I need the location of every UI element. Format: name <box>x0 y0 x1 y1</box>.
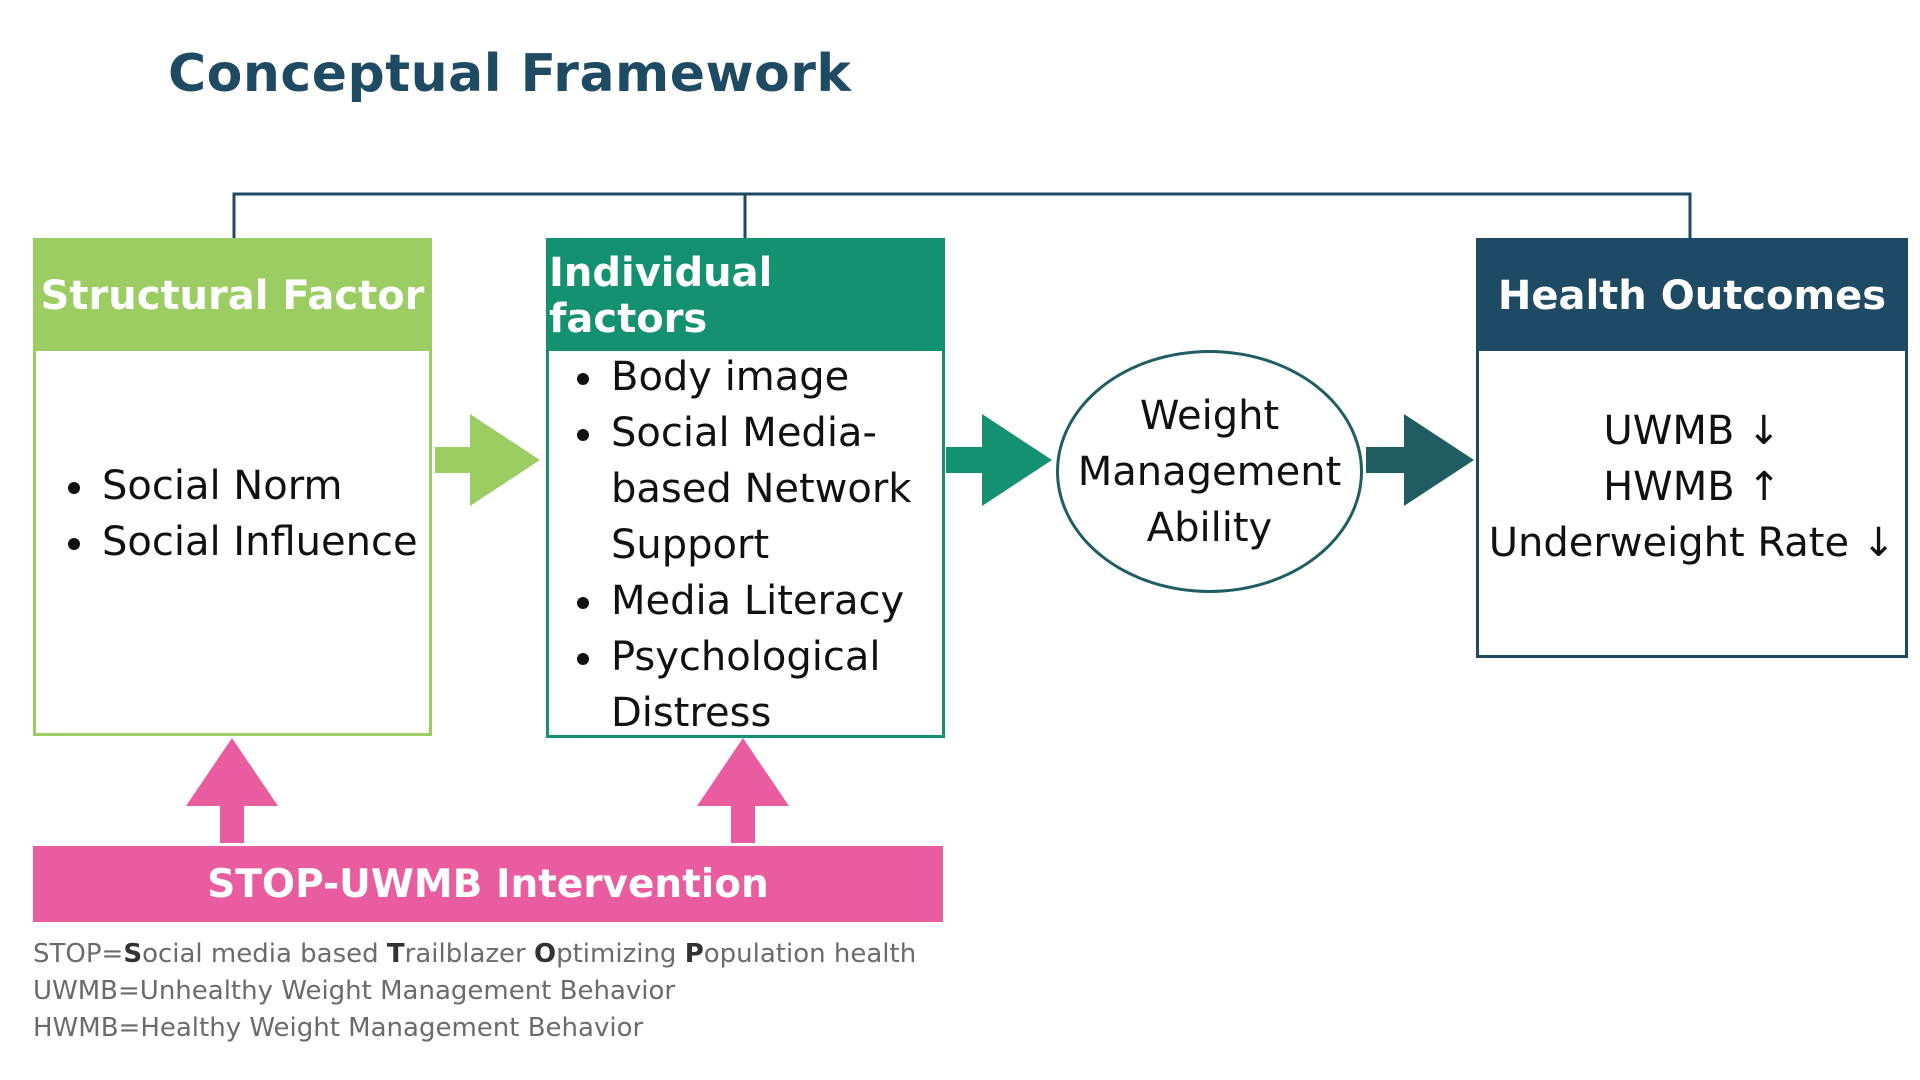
arrow-intervention-to-structural <box>186 738 278 843</box>
structural-factor-body: Social Norm Social Influence <box>36 458 429 570</box>
top-connector-line <box>232 192 1692 238</box>
health-outcomes-body: UWMB ↓ HWMB ↑ Underweight Rate ↓ <box>1479 403 1905 571</box>
list-item: Body image <box>549 349 942 405</box>
outcome-uwmb: UWMB ↓ <box>1603 408 1781 454</box>
footnotes: STOP=Social media based Trailblazer Opti… <box>33 936 916 1047</box>
acronym-initial: O <box>533 939 557 969</box>
list-item-text: Support <box>611 522 770 568</box>
stop-uwmb-intervention-banner: STOP-UWMB Intervention <box>33 846 943 922</box>
mediator-label: Weight Management Ability <box>1078 388 1342 556</box>
list-item-text: Media Literacy <box>611 578 905 624</box>
outcome-underweight-rate: Underweight Rate ↓ <box>1488 520 1896 566</box>
list-item-text: Psychological <box>611 634 881 680</box>
individual-factors-header: Individual factors <box>549 241 942 351</box>
footnote-stop: STOP=Social media based Trailblazer Opti… <box>33 936 916 973</box>
acronym-initial: S <box>123 939 143 969</box>
individual-factors-box: Individual factors Body image Social Med… <box>546 238 945 738</box>
individual-factors-list: Body image Social Media- based Network S… <box>549 349 942 741</box>
list-item: Media Literacy <box>549 573 942 629</box>
page-title: Conceptual Framework <box>168 44 852 104</box>
footnote-stop-prefix: STOP= <box>33 939 124 969</box>
arrow-intervention-to-individual <box>697 738 789 843</box>
health-outcomes-box: Health Outcomes UWMB ↓ HWMB ↑ Underweigh… <box>1476 238 1908 658</box>
mediator-line: Ability <box>1146 504 1273 551</box>
structural-factor-list: Social Norm Social Influence <box>36 458 429 570</box>
list-item: Social Influence <box>36 514 429 570</box>
list-item-text: Social Media- <box>611 410 877 456</box>
list-item: Psychological Distress <box>549 629 942 741</box>
acronym-rest: opulation health <box>703 939 917 969</box>
arrow-structural-to-individual <box>435 414 540 506</box>
list-item-text: Body image <box>611 354 850 400</box>
list-item-text: Distress <box>611 690 772 736</box>
list-item-text: based Network <box>611 466 912 512</box>
list-item: Social Media- based Network Support <box>549 405 942 573</box>
individual-factors-body: Body image Social Media- based Network S… <box>549 349 942 741</box>
structural-factor-header: Structural Factor <box>36 241 429 351</box>
arrow-mediator-to-outcomes <box>1366 414 1474 506</box>
health-outcomes-header: Health Outcomes <box>1479 241 1905 351</box>
footnote-uwmb: UWMB=Unhealthy Weight Management Behavio… <box>33 976 676 1006</box>
acronym-initial: P <box>684 939 704 969</box>
acronym-rest: railblazer <box>404 939 534 969</box>
list-item: Social Norm <box>36 458 429 514</box>
acronym-initial: T <box>386 939 405 969</box>
footnote-hwmb: HWMB=Healthy Weight Management Behavior <box>33 1013 644 1043</box>
acronym-rest: ocial media based <box>142 939 387 969</box>
arrow-individual-to-mediator <box>946 414 1052 506</box>
mediator-line: Management <box>1077 448 1342 495</box>
mediator-line: Weight <box>1139 392 1280 439</box>
outcome-hwmb: HWMB ↑ <box>1603 464 1781 510</box>
acronym-rest: ptimizing <box>556 939 685 969</box>
structural-factor-box: Structural Factor Social Norm Social Inf… <box>33 238 432 736</box>
weight-management-ability-node: Weight Management Ability <box>1056 350 1363 593</box>
